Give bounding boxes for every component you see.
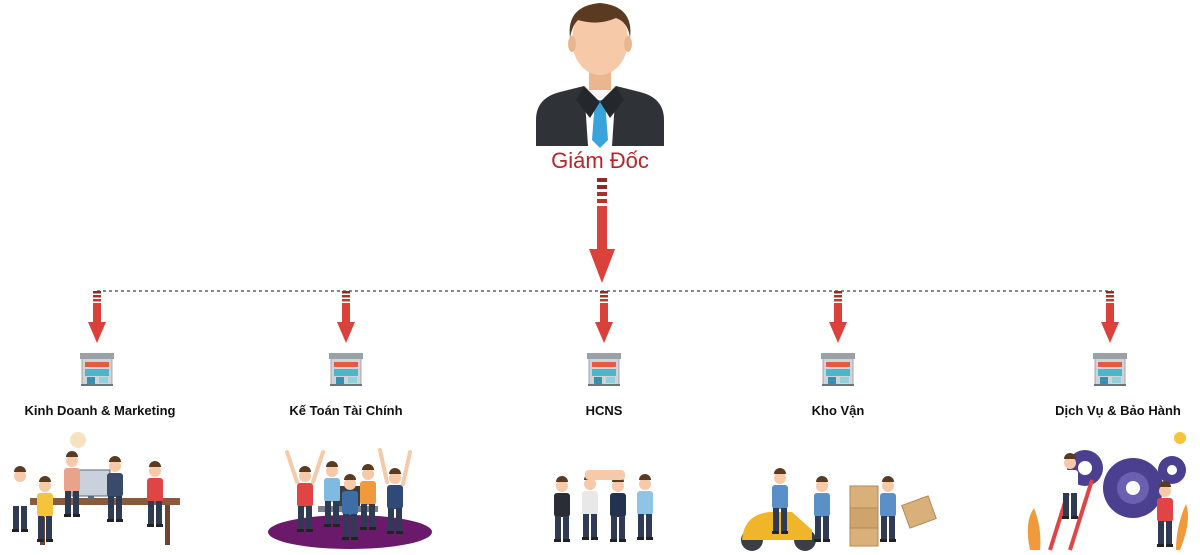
office-building-icon [79,352,115,387]
delivery-warehouse-workers-illustration [741,468,937,551]
department-arrow [595,291,613,343]
department-arrow [1101,291,1119,343]
office-building-icon [1092,352,1128,387]
celebrating-accounting-team-illustration [268,448,432,549]
office-building-icon [586,352,622,387]
department-label-service-warranty: Dịch Vụ & Bảo Hành [1055,403,1181,418]
businessman-avatar-icon [536,3,664,148]
sales-team-meeting-illustration [12,432,180,545]
office-building-icon [328,352,364,387]
ceo-title: Giám Đốc [551,148,649,173]
department-label-logistics: Kho Vận [811,403,865,418]
team-handshake-illustration [554,470,653,542]
department-label-accounting: Kế Toán Tài Chính [289,403,403,418]
department-arrow [337,291,355,343]
ceo-avatar [536,3,664,148]
ceo-arrow [589,178,615,283]
department-label-sales-marketing: Kinh Doanh & Marketing [24,403,176,418]
office-building-icon [820,352,856,387]
department-label-hr: HCNS [585,403,623,418]
gears-service-team-illustration [1027,432,1188,551]
department-arrow [829,291,847,343]
department-arrow [88,291,106,343]
